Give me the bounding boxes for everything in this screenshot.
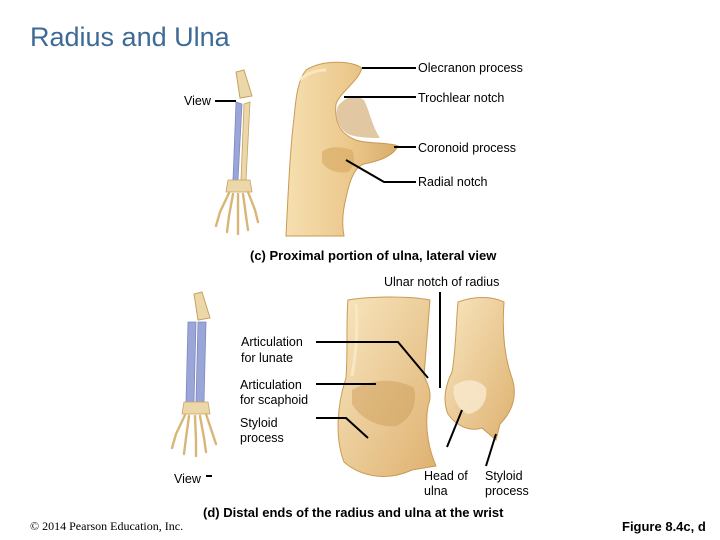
articulation-scaphoid-label-line2: for scaphoid — [240, 393, 309, 407]
styloid-process-radius-label-line1: Styloid — [240, 416, 278, 430]
head-of-ulna-label-line1: Head of — [424, 469, 468, 483]
styloid-process-ulna-label-line2: process — [485, 484, 529, 498]
articulation-scaphoid-label-line1: Articulation — [240, 378, 302, 392]
coronoid-process-label: Coronoid process — [418, 141, 516, 155]
proximal-ulna — [285, 61, 399, 237]
leader-lines-d — [206, 292, 497, 477]
arm-skeleton-c-icon — [214, 69, 260, 236]
page-title: Radius and Ulna — [30, 22, 230, 52]
figure-number: Figure 8.4c, d — [622, 519, 706, 534]
head-of-ulna-label-line2: ulna — [424, 484, 448, 498]
ulnar-notch-label: Ulnar notch of radius — [384, 275, 500, 289]
olecranon-process-label: Olecranon process — [418, 61, 523, 75]
view-label-d: View — [174, 472, 201, 486]
arm-skeleton-d-icon — [170, 291, 218, 458]
trochlear-notch-label: Trochlear notch — [418, 91, 505, 105]
radial-notch-label: Radial notch — [418, 175, 488, 189]
leader-lines-c — [215, 67, 416, 183]
panel-c-caption: (c) Proximal portion of ulna, lateral vi… — [250, 248, 497, 263]
distal-radius — [337, 296, 437, 477]
styloid-process-radius-label-line2: process — [240, 431, 284, 445]
view-label-c: View — [184, 94, 211, 108]
styloid-process-ulna-label-line1: Styloid — [485, 469, 523, 483]
articulation-lunate-label-line1: Articulation — [241, 335, 303, 349]
panel-d-caption: (d) Distal ends of the radius and ulna a… — [203, 505, 504, 520]
copyright-notice: © 2014 Pearson Education, Inc. — [30, 519, 184, 533]
distal-ulna — [444, 297, 515, 441]
articulation-lunate-label-line2: for lunate — [241, 351, 294, 365]
